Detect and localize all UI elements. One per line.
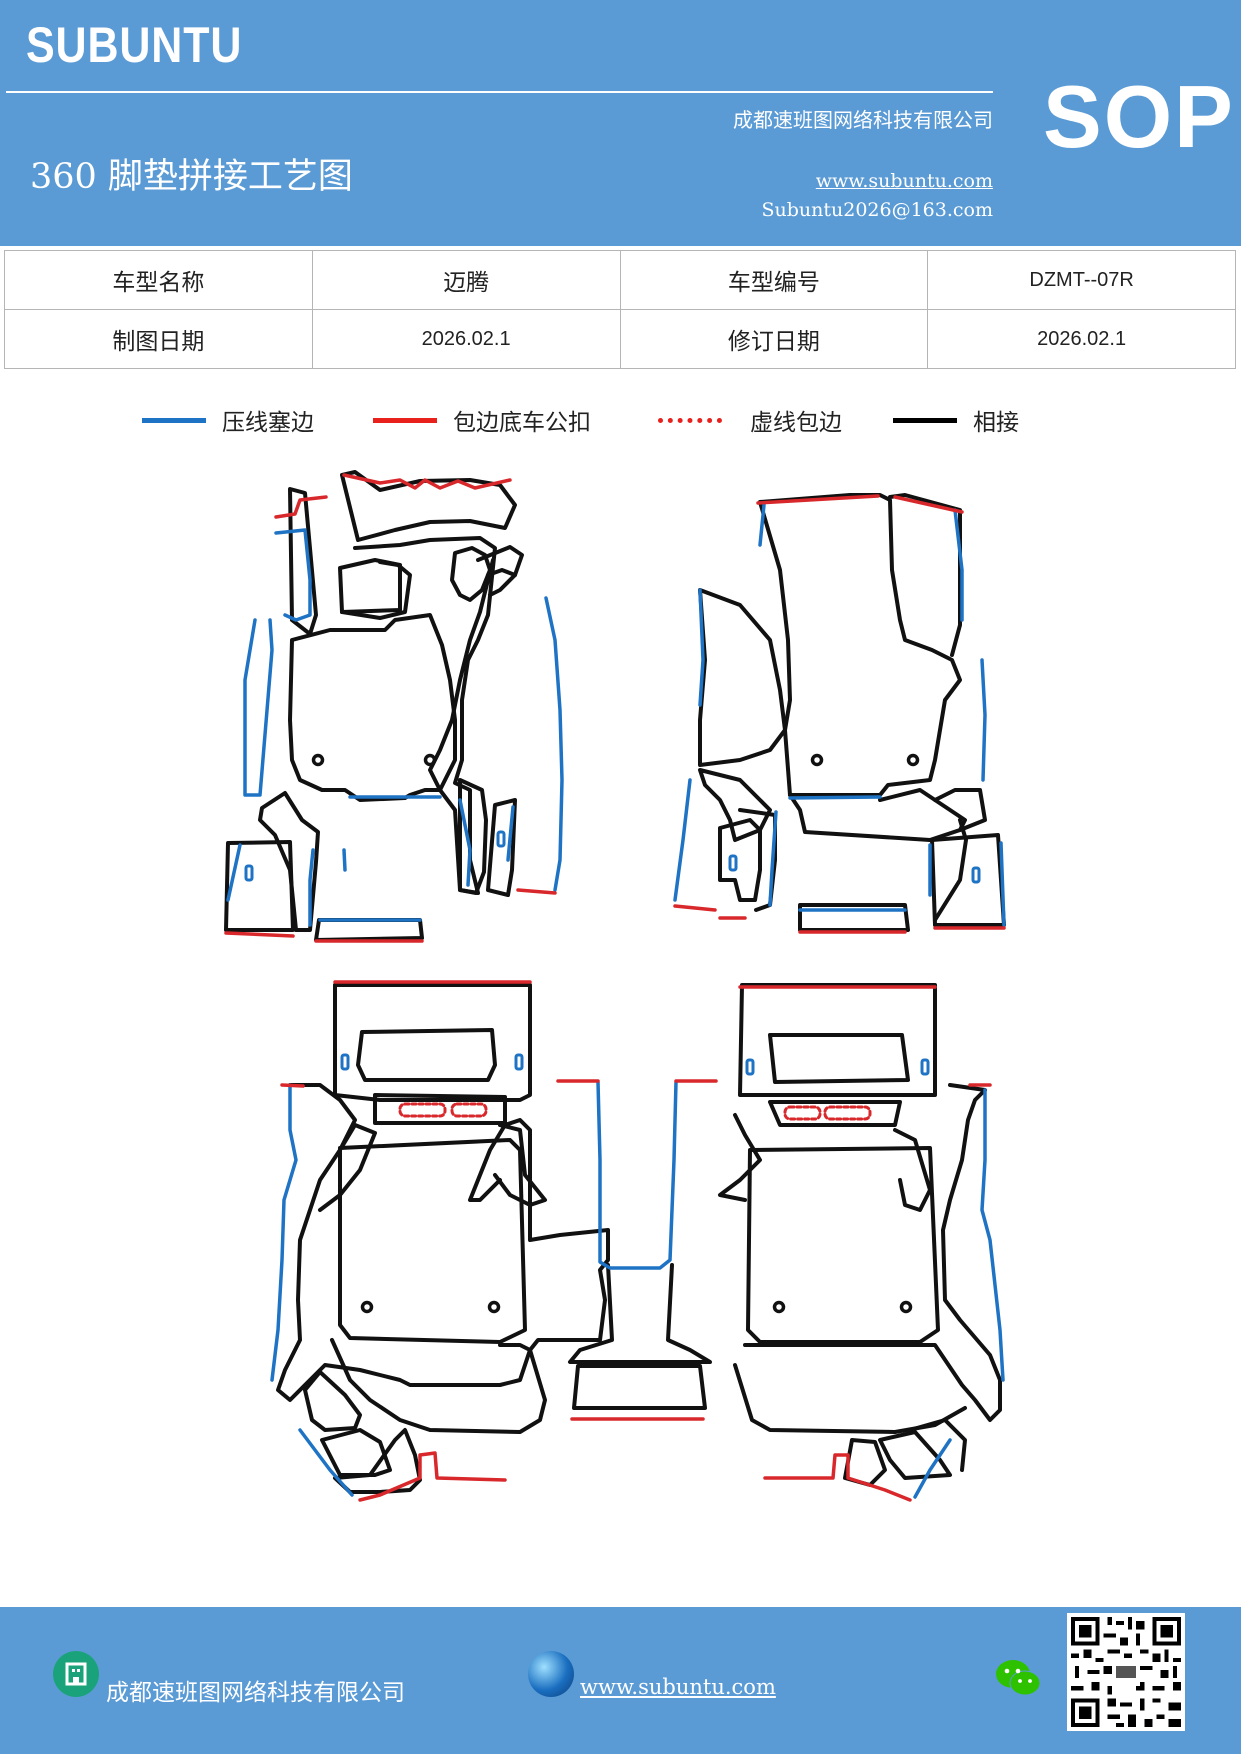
floor-mat-diagram	[224, 470, 1006, 1502]
legend-item-blue: 压线塞边	[142, 400, 314, 440]
center-tunnel	[568, 1263, 712, 1410]
footer-banner: 成都速班图网络科技有限公司 www.subuntu.com	[0, 1607, 1241, 1754]
model-name-label: 车型名称	[4, 250, 313, 310]
draw-date-label: 制图日期	[4, 309, 313, 369]
draw-date-value: 2026.02.1	[311, 309, 621, 369]
footer-company-name: 成都速班图网络科技有限公司	[106, 1680, 405, 1706]
wechat-icon[interactable]	[994, 1657, 1042, 1699]
legend-label: 包边底车公扣	[453, 410, 591, 436]
dotted-edges	[398, 1102, 872, 1121]
vehicle-info-table: 车型名称 迈腾 车型编号 DZMT--07R 制图日期 2026.02.1 修订…	[4, 250, 1236, 369]
model-code-value: DZMT--07R	[927, 250, 1236, 310]
slot-marks	[244, 830, 981, 1076]
legend-swatch	[658, 417, 722, 423]
email-text: Subuntu2026@163.com	[761, 199, 993, 221]
legend-item-dotted: 虚线包边	[658, 400, 842, 440]
table-row: 制图日期 2026.02.1 修订日期 2026.02.1	[4, 309, 1236, 369]
table-row: 车型名称 迈腾 车型编号 DZMT--07R	[4, 250, 1236, 310]
company-name: 成都速班图网络科技有限公司	[733, 108, 993, 132]
revision-date-value: 2026.02.1	[927, 309, 1236, 369]
globe-icon	[528, 1651, 574, 1697]
building-icon	[53, 1651, 99, 1697]
legend-label: 相接	[973, 410, 1019, 436]
model-code-label: 车型编号	[619, 250, 929, 310]
mat-holes	[311, 753, 920, 1314]
sop-badge: SOP	[1043, 67, 1235, 166]
rear-right-mat	[718, 983, 1002, 1487]
legend-swatch	[142, 417, 206, 423]
legend-swatch	[893, 417, 957, 423]
page-title: 360 脚垫拼接工艺图	[30, 157, 353, 197]
header-divider	[6, 91, 993, 93]
website-link[interactable]: www.subuntu.com	[815, 170, 993, 192]
legend-item-red: 包边底车公扣	[373, 400, 591, 440]
model-name-value: 迈腾	[311, 250, 621, 310]
header-banner: SUBUNTU 成都速班图网络科技有限公司 360 脚垫拼接工艺图 www.su…	[0, 0, 1241, 246]
line-legend: 压线塞边 包边底车公扣 虚线包边 相接	[0, 400, 1241, 440]
revision-date-label: 修订日期	[619, 309, 929, 369]
legend-label: 虚线包边	[750, 410, 842, 436]
qr-code	[1067, 1613, 1185, 1731]
rear-left-mat	[276, 983, 610, 1494]
footer-website-link[interactable]: www.subuntu.com	[580, 1675, 776, 1699]
front-right-mat	[698, 493, 1006, 932]
red-edges	[224, 473, 1006, 1502]
front-left-mat	[224, 470, 524, 942]
legend-item-black: 相接	[893, 400, 1019, 440]
blue-edges	[226, 503, 1006, 1499]
legend-label: 压线塞边	[222, 410, 314, 436]
legend-swatch	[373, 417, 437, 423]
brand-logo: SUBUNTU	[26, 17, 243, 73]
